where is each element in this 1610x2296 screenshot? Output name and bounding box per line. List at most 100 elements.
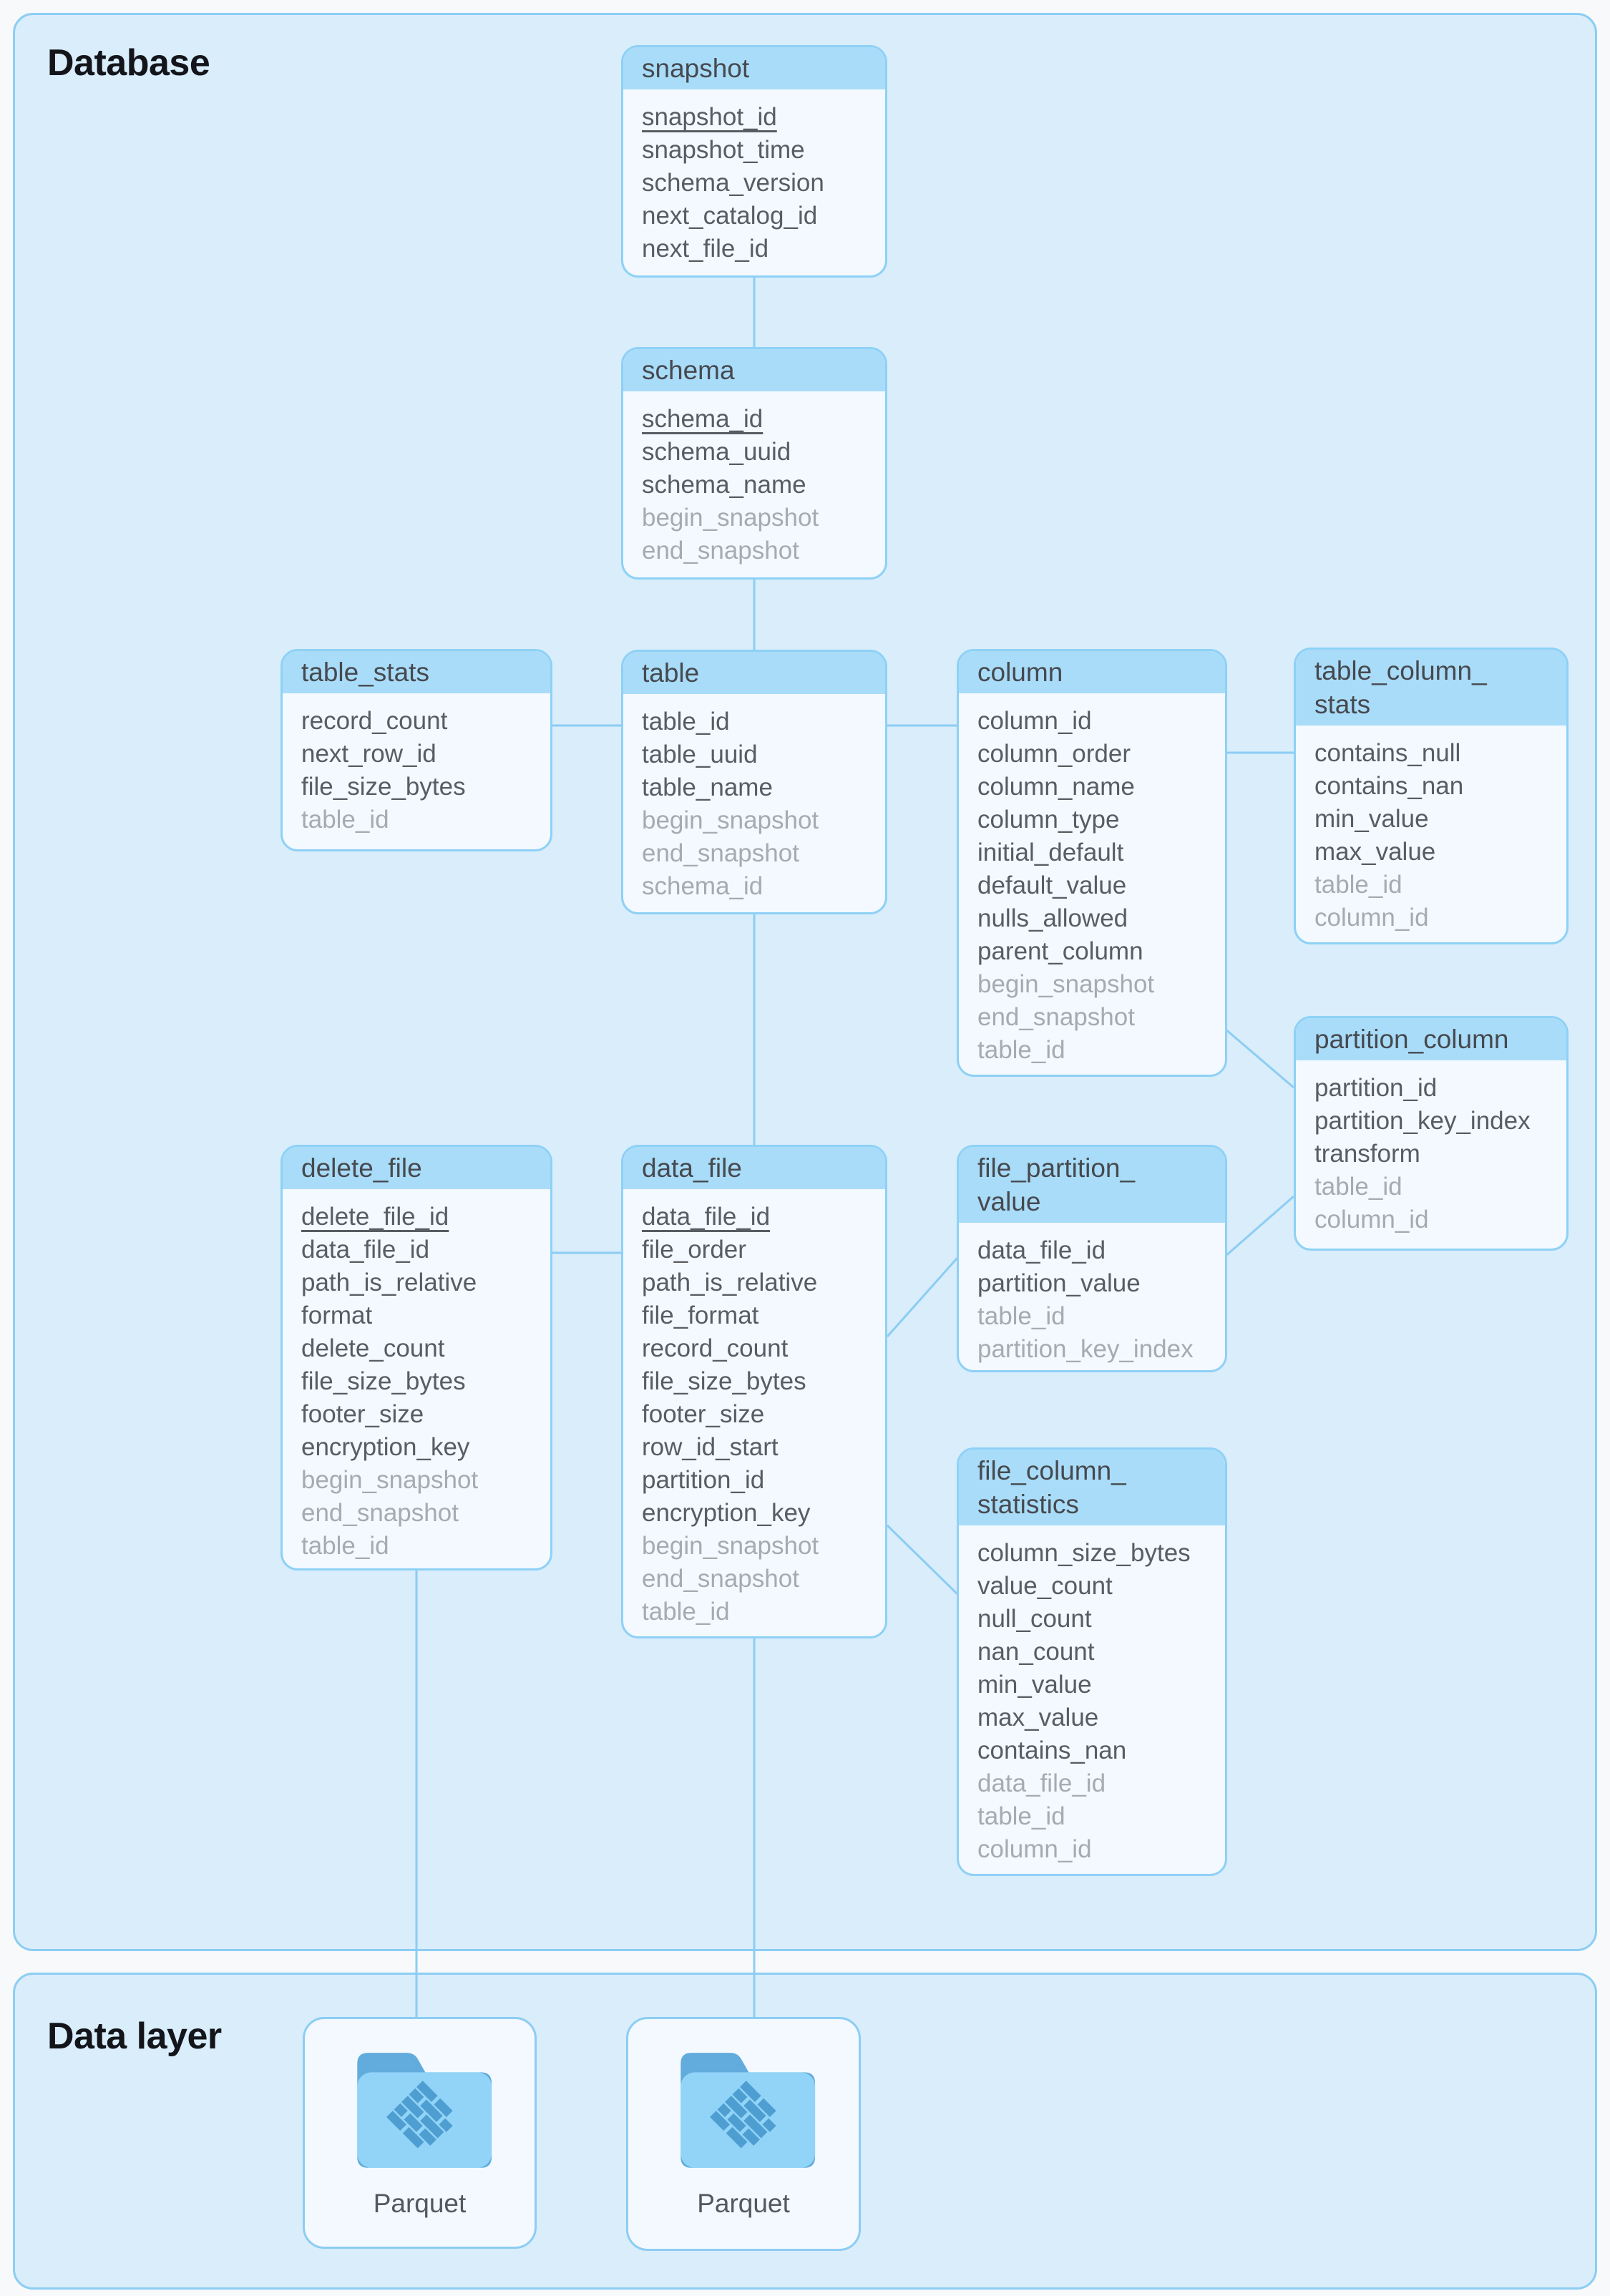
field-file_size_bytes: file_size_bytes [301, 773, 466, 801]
field-column_size_bytes: column_size_bytes [977, 1539, 1191, 1567]
connector-data-file-file-partition-value [886, 1257, 959, 1337]
field-column_id: column_id [1314, 1206, 1429, 1234]
entity-title-table_stats: table_stats [283, 651, 550, 693]
field-schema_version: schema_version [642, 169, 824, 197]
entity-title-data_file: data_file [623, 1147, 885, 1189]
parquet-file-label: Parquet [697, 2189, 790, 2218]
field-table_id: table_id [977, 1302, 1065, 1330]
field-file_order: file_order [642, 1236, 746, 1264]
field-table_name: table_name [642, 773, 773, 801]
field-path_is_relative: path_is_relative [642, 1269, 818, 1296]
connector-data-file-file-column-statistics [886, 1524, 959, 1596]
field-nan_count: nan_count [977, 1638, 1095, 1666]
field-table_id: table_id [642, 708, 730, 736]
field-contains_nan: contains_nan [977, 1736, 1127, 1764]
field-contains_null: contains_null [1314, 739, 1461, 767]
field-table_id: table_id [642, 1598, 730, 1626]
entity-title-file_partition_value: file_partition_ value [959, 1147, 1225, 1223]
entity-title-schema: schema [623, 349, 885, 391]
field-begin_snapshot: begin_snapshot [301, 1466, 479, 1494]
entity-title-column: column [959, 651, 1225, 693]
field-min_value: min_value [977, 1671, 1092, 1699]
parquet-folder-icon [345, 2042, 495, 2179]
field-null_count: null_count [977, 1605, 1092, 1633]
entity-title-partition_column: partition_column [1296, 1018, 1566, 1060]
field-table_id: table_id [301, 806, 389, 834]
field-encryption_key: encryption_key [301, 1433, 470, 1461]
field-column_id: column_id [977, 707, 1092, 735]
field-data_file_id: data_file_id [642, 1203, 771, 1231]
field-data_file_id: data_file_id [301, 1236, 430, 1264]
field-format: format [301, 1301, 373, 1329]
field-column_type: column_type [977, 806, 1120, 834]
field-end_snapshot: end_snapshot [301, 1499, 459, 1527]
field-footer_size: footer_size [642, 1400, 765, 1428]
field-begin_snapshot: begin_snapshot [642, 504, 819, 532]
connector-file-partition-value-partition-column [1224, 1195, 1294, 1258]
field-partition_key_index: partition_key_index [1314, 1107, 1531, 1135]
field-column_id: column_id [977, 1835, 1092, 1863]
field-parent_column: parent_column [977, 937, 1143, 965]
field-path_is_relative: path_is_relative [301, 1269, 477, 1296]
connector-column-partition-column [1224, 1027, 1294, 1089]
field-partition_value: partition_value [977, 1269, 1141, 1297]
field-file_size_bytes: file_size_bytes [301, 1367, 466, 1395]
field-file_size_bytes: file_size_bytes [642, 1367, 806, 1395]
field-record_count: record_count [301, 707, 448, 735]
field-schema_id: schema_id [642, 872, 763, 900]
entity-title-table_column_stats: table_column_ stats [1296, 650, 1566, 726]
field-table_id: table_id [977, 1802, 1065, 1830]
field-next_file_id: next_file_id [642, 235, 769, 263]
field-end_snapshot: end_snapshot [642, 839, 799, 867]
entity-title-snapshot: snapshot [623, 47, 885, 89]
field-max_value: max_value [977, 1704, 1099, 1731]
parquet-file-label: Parquet [373, 2189, 467, 2218]
field-data_file_id: data_file_id [977, 1769, 1106, 1797]
field-partition_key_index: partition_key_index [977, 1335, 1194, 1363]
field-value_count: value_count [977, 1572, 1113, 1600]
field-next_catalog_id: next_catalog_id [642, 202, 818, 230]
field-begin_snapshot: begin_snapshot [977, 970, 1155, 998]
field-snapshot_time: snapshot_time [642, 136, 805, 164]
field-end_snapshot: end_snapshot [642, 537, 799, 565]
field-encryption_key: encryption_key [642, 1499, 811, 1527]
entity-table_stats: table_stats record_count next_row_id file_s… [280, 649, 552, 851]
field-end_snapshot: end_snapshot [642, 1565, 799, 1593]
entity-title-file_column_statistics: file_column_ statistics [959, 1450, 1225, 1525]
entity-title-table: table [623, 652, 885, 694]
field-row_id_start: row_id_start [642, 1433, 779, 1461]
field-next_row_id: next_row_id [301, 740, 436, 768]
parquet-file-card: Parquet [303, 2017, 537, 2249]
field-footer_size: footer_size [301, 1400, 424, 1428]
field-table_id: table_id [1314, 871, 1402, 899]
field-file_format: file_format [642, 1301, 759, 1329]
field-schema_id: schema_id [642, 405, 763, 433]
field-min_value: min_value [1314, 805, 1429, 833]
parquet-folder-icon [668, 2042, 819, 2179]
field-record_count: record_count [642, 1334, 789, 1362]
field-schema_name: schema_name [642, 471, 806, 499]
field-column_order: column_order [977, 740, 1131, 768]
field-nulls_allowed: nulls_allowed [977, 904, 1128, 932]
entity-title-delete_file: delete_file [283, 1147, 550, 1189]
database-section-title: Database [47, 42, 210, 84]
parquet-file-card: Parquet [626, 2017, 861, 2251]
field-column_name: column_name [977, 773, 1135, 801]
field-max_value: max_value [1314, 838, 1436, 866]
